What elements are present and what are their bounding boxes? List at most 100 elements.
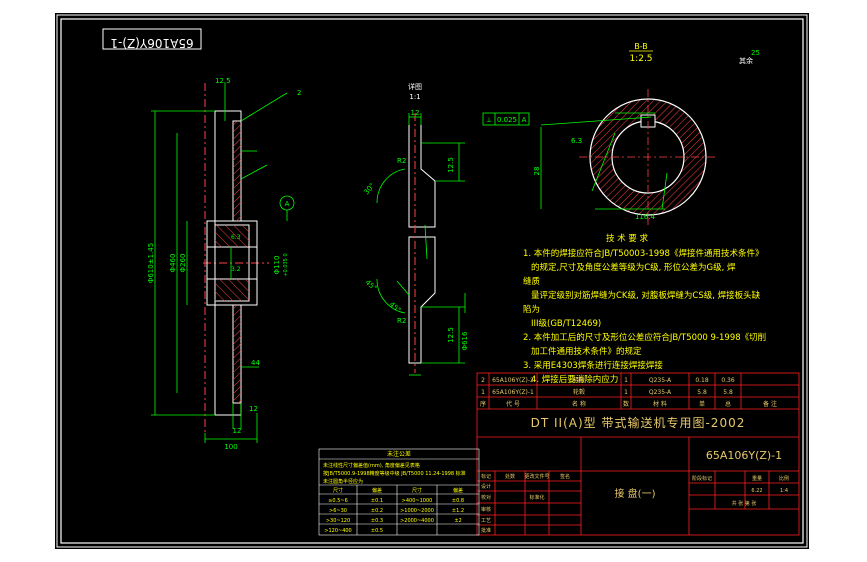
angle-30: 30° bbox=[362, 182, 376, 197]
tol-r0-c3: ±0.8 bbox=[452, 498, 464, 504]
chamfer-1: R2 bbox=[397, 157, 406, 165]
title-block-text: 2 65A106Y(Z)-2 辐板 1 Q235-A 0.18 0.36 1 6… bbox=[480, 376, 789, 534]
note-line-3: 缝质 bbox=[523, 276, 541, 287]
tolerance-value: 0.025 bbox=[497, 116, 517, 124]
tol-h-1: 偏差 bbox=[372, 487, 382, 494]
tol-r0-c0: ≥0.5~6 bbox=[328, 498, 348, 504]
section-title: B-B bbox=[634, 42, 648, 51]
stage-label: 阶段标记 bbox=[692, 475, 712, 482]
sign-col-0: 标记 bbox=[481, 473, 491, 480]
cad-drawing: 65A106Y(Z)-1 bbox=[56, 14, 808, 548]
part-name: 接 盘(一) bbox=[615, 487, 656, 500]
angle-45-b: 45° bbox=[388, 300, 403, 314]
main-view-dimensions bbox=[151, 83, 295, 443]
sign-row-approve: 批准 bbox=[481, 527, 491, 534]
tol-r2-c1: ±0.3 bbox=[371, 518, 383, 524]
mirrored-code-box: 65A106Y(Z)-1 bbox=[102, 28, 202, 50]
bom-2-unit: 0.18 bbox=[695, 377, 709, 384]
bom-1-mat: Q235-A bbox=[649, 389, 672, 396]
sign-row-design: 设计 bbox=[481, 483, 491, 490]
roughness-2: 12.5 bbox=[447, 157, 455, 173]
sheet-label: 共 张 第 张 bbox=[732, 500, 757, 507]
section-bb-view: B-B 1:2.5 bbox=[579, 42, 717, 225]
surface-hub-side: 3.2 bbox=[231, 266, 241, 273]
tol-desc-2: 按JB/T5000.9-1998精度等级中级 JB/T5000 11.24-19… bbox=[323, 470, 466, 477]
bom-2-name: 辐板 bbox=[573, 376, 585, 384]
datum-label: A bbox=[285, 200, 290, 208]
scale-label: 比例 bbox=[779, 475, 789, 482]
sign-col-3: 更改文件号 bbox=[524, 473, 549, 480]
tol-desc-3: 未注圆角半径应为 bbox=[323, 478, 363, 485]
keyway-height: 116.4 bbox=[635, 213, 656, 221]
tol-r2-c0: >30~120 bbox=[326, 518, 350, 524]
tolerance-datum: A bbox=[522, 116, 527, 124]
tol-desc-1: 未注线性尺寸偏差值(mm), 角度偏差见表格 bbox=[323, 462, 420, 469]
note-line-6: III级(GB/T12469) bbox=[531, 318, 601, 329]
technical-notes: 技 术 要 求 1. 本件的焊接应符合JB/T50003-1998《焊接件通用技… bbox=[523, 233, 766, 385]
bom-h-name: 名 称 bbox=[572, 400, 586, 408]
rest-symbol: 其余 bbox=[739, 56, 753, 65]
detail-view-dim-text: 详图 1:1 12 R2 30° 45° R2 12.5 12.5 Φ616 4… bbox=[362, 82, 469, 350]
drawing-sheet: 65A106Y(Z)-1 bbox=[55, 13, 809, 549]
dim-hub-width: 100 bbox=[224, 443, 237, 451]
bom-1-total: 5.8 bbox=[723, 389, 733, 396]
bom-1-qty: 1 bbox=[624, 389, 628, 396]
tol-r2-c3: ±2 bbox=[454, 518, 461, 524]
roughness-4: 6.3 bbox=[571, 137, 582, 145]
sign-col-1: 处数 bbox=[505, 473, 515, 480]
mirrored-drawing-code: 65A106Y(Z)-1 bbox=[110, 36, 193, 50]
bom-2-total: 0.36 bbox=[721, 377, 735, 384]
bom-h-mat: 材 料 bbox=[653, 400, 667, 408]
bom-1-no: 1 bbox=[481, 389, 485, 396]
bom-h-total: 总 bbox=[725, 400, 731, 408]
detail-view-dimensions bbox=[376, 113, 466, 376]
tolerance-table-text: 未注公差 未注线性尺寸偏差值(mm), 角度偏差见表格 按JB/T5000.9-… bbox=[323, 450, 466, 534]
inner-frame bbox=[60, 18, 804, 544]
tol-r0-c1: ±0.1 bbox=[371, 498, 383, 504]
sign-row-process: 工艺 bbox=[481, 518, 491, 524]
rest-roughness: 25 bbox=[751, 49, 760, 57]
main-view-hatching bbox=[215, 121, 249, 403]
roughness-3: 12.5 bbox=[447, 327, 455, 343]
bom-2-code: 65A106Y(Z)-2 bbox=[492, 377, 534, 384]
tol-r2-c2: >2000~4000 bbox=[400, 518, 434, 524]
tol-r1-c3: ±1.2 bbox=[452, 508, 464, 514]
roughness-1: 12.5 bbox=[215, 77, 231, 85]
bom-2-no: 2 bbox=[481, 377, 485, 384]
note-line-2: 的规定,尺寸及角度公差等级为C级, 形位公差为G级, 焊 bbox=[531, 262, 736, 273]
bom-1-name: 轮毂 bbox=[573, 388, 585, 396]
tol-title: 未注公差 bbox=[387, 450, 411, 458]
part-balloon: 2 bbox=[297, 89, 301, 97]
note-line-8: 加工件通用技术条件》的规定 bbox=[531, 346, 642, 357]
bom-1-unit: 5.8 bbox=[697, 389, 707, 396]
std-label: 标准化 bbox=[529, 494, 544, 501]
bom-2-qty: 1 bbox=[624, 377, 628, 384]
tol-h-0: 尺寸 bbox=[333, 487, 343, 494]
note-line-1: 1. 本件的焊接应符合JB/T50003-1998《焊接件通用技术条件》 bbox=[523, 248, 763, 259]
section-bb-dim-text: 6.3 28 116.4 25 其余 bbox=[533, 49, 760, 221]
weight-label: 重量 bbox=[752, 475, 762, 482]
section-bb-dimensions bbox=[540, 112, 668, 210]
tolerance-table bbox=[318, 448, 480, 536]
bom-h-qty: 数 bbox=[623, 400, 629, 408]
drawing-code: 65A106Y(Z)-1 bbox=[706, 449, 782, 462]
note-line-9: 3. 采用E4303焊条进行连接焊接焊接 bbox=[523, 360, 663, 371]
detail-view bbox=[408, 113, 436, 373]
bom-h-code: 代 号 bbox=[506, 400, 520, 408]
note-line-10: 4. 焊接后要消除内应力 bbox=[531, 374, 618, 385]
scale-value: 1:4 bbox=[780, 488, 788, 494]
detail-diameter: Φ616 bbox=[461, 331, 469, 350]
detail-scale: 1:1 bbox=[409, 93, 420, 101]
dim-outer-diameter: Φ610±1.45 bbox=[147, 243, 155, 283]
dim-plate-width: 12 bbox=[249, 405, 258, 413]
bom-1-code: 65A106Y(Z)-1 bbox=[492, 389, 534, 396]
title-block bbox=[476, 372, 800, 536]
tol-r1-c1: ±0.2 bbox=[371, 508, 383, 514]
tol-r3-c1: ±0.5 bbox=[371, 528, 383, 534]
main-view-dim-text: Φ610±1.45 Φ460 Φ260 Φ110 +0.035 0 100 12… bbox=[147, 77, 301, 451]
project-title: DT II(A)型 带式输送机专用图-2002 bbox=[531, 415, 746, 430]
bom-h-remark: 备 注 bbox=[763, 400, 777, 408]
sign-row-review: 审核 bbox=[481, 506, 491, 513]
dim-rim-diameter: Φ460 bbox=[169, 254, 177, 273]
